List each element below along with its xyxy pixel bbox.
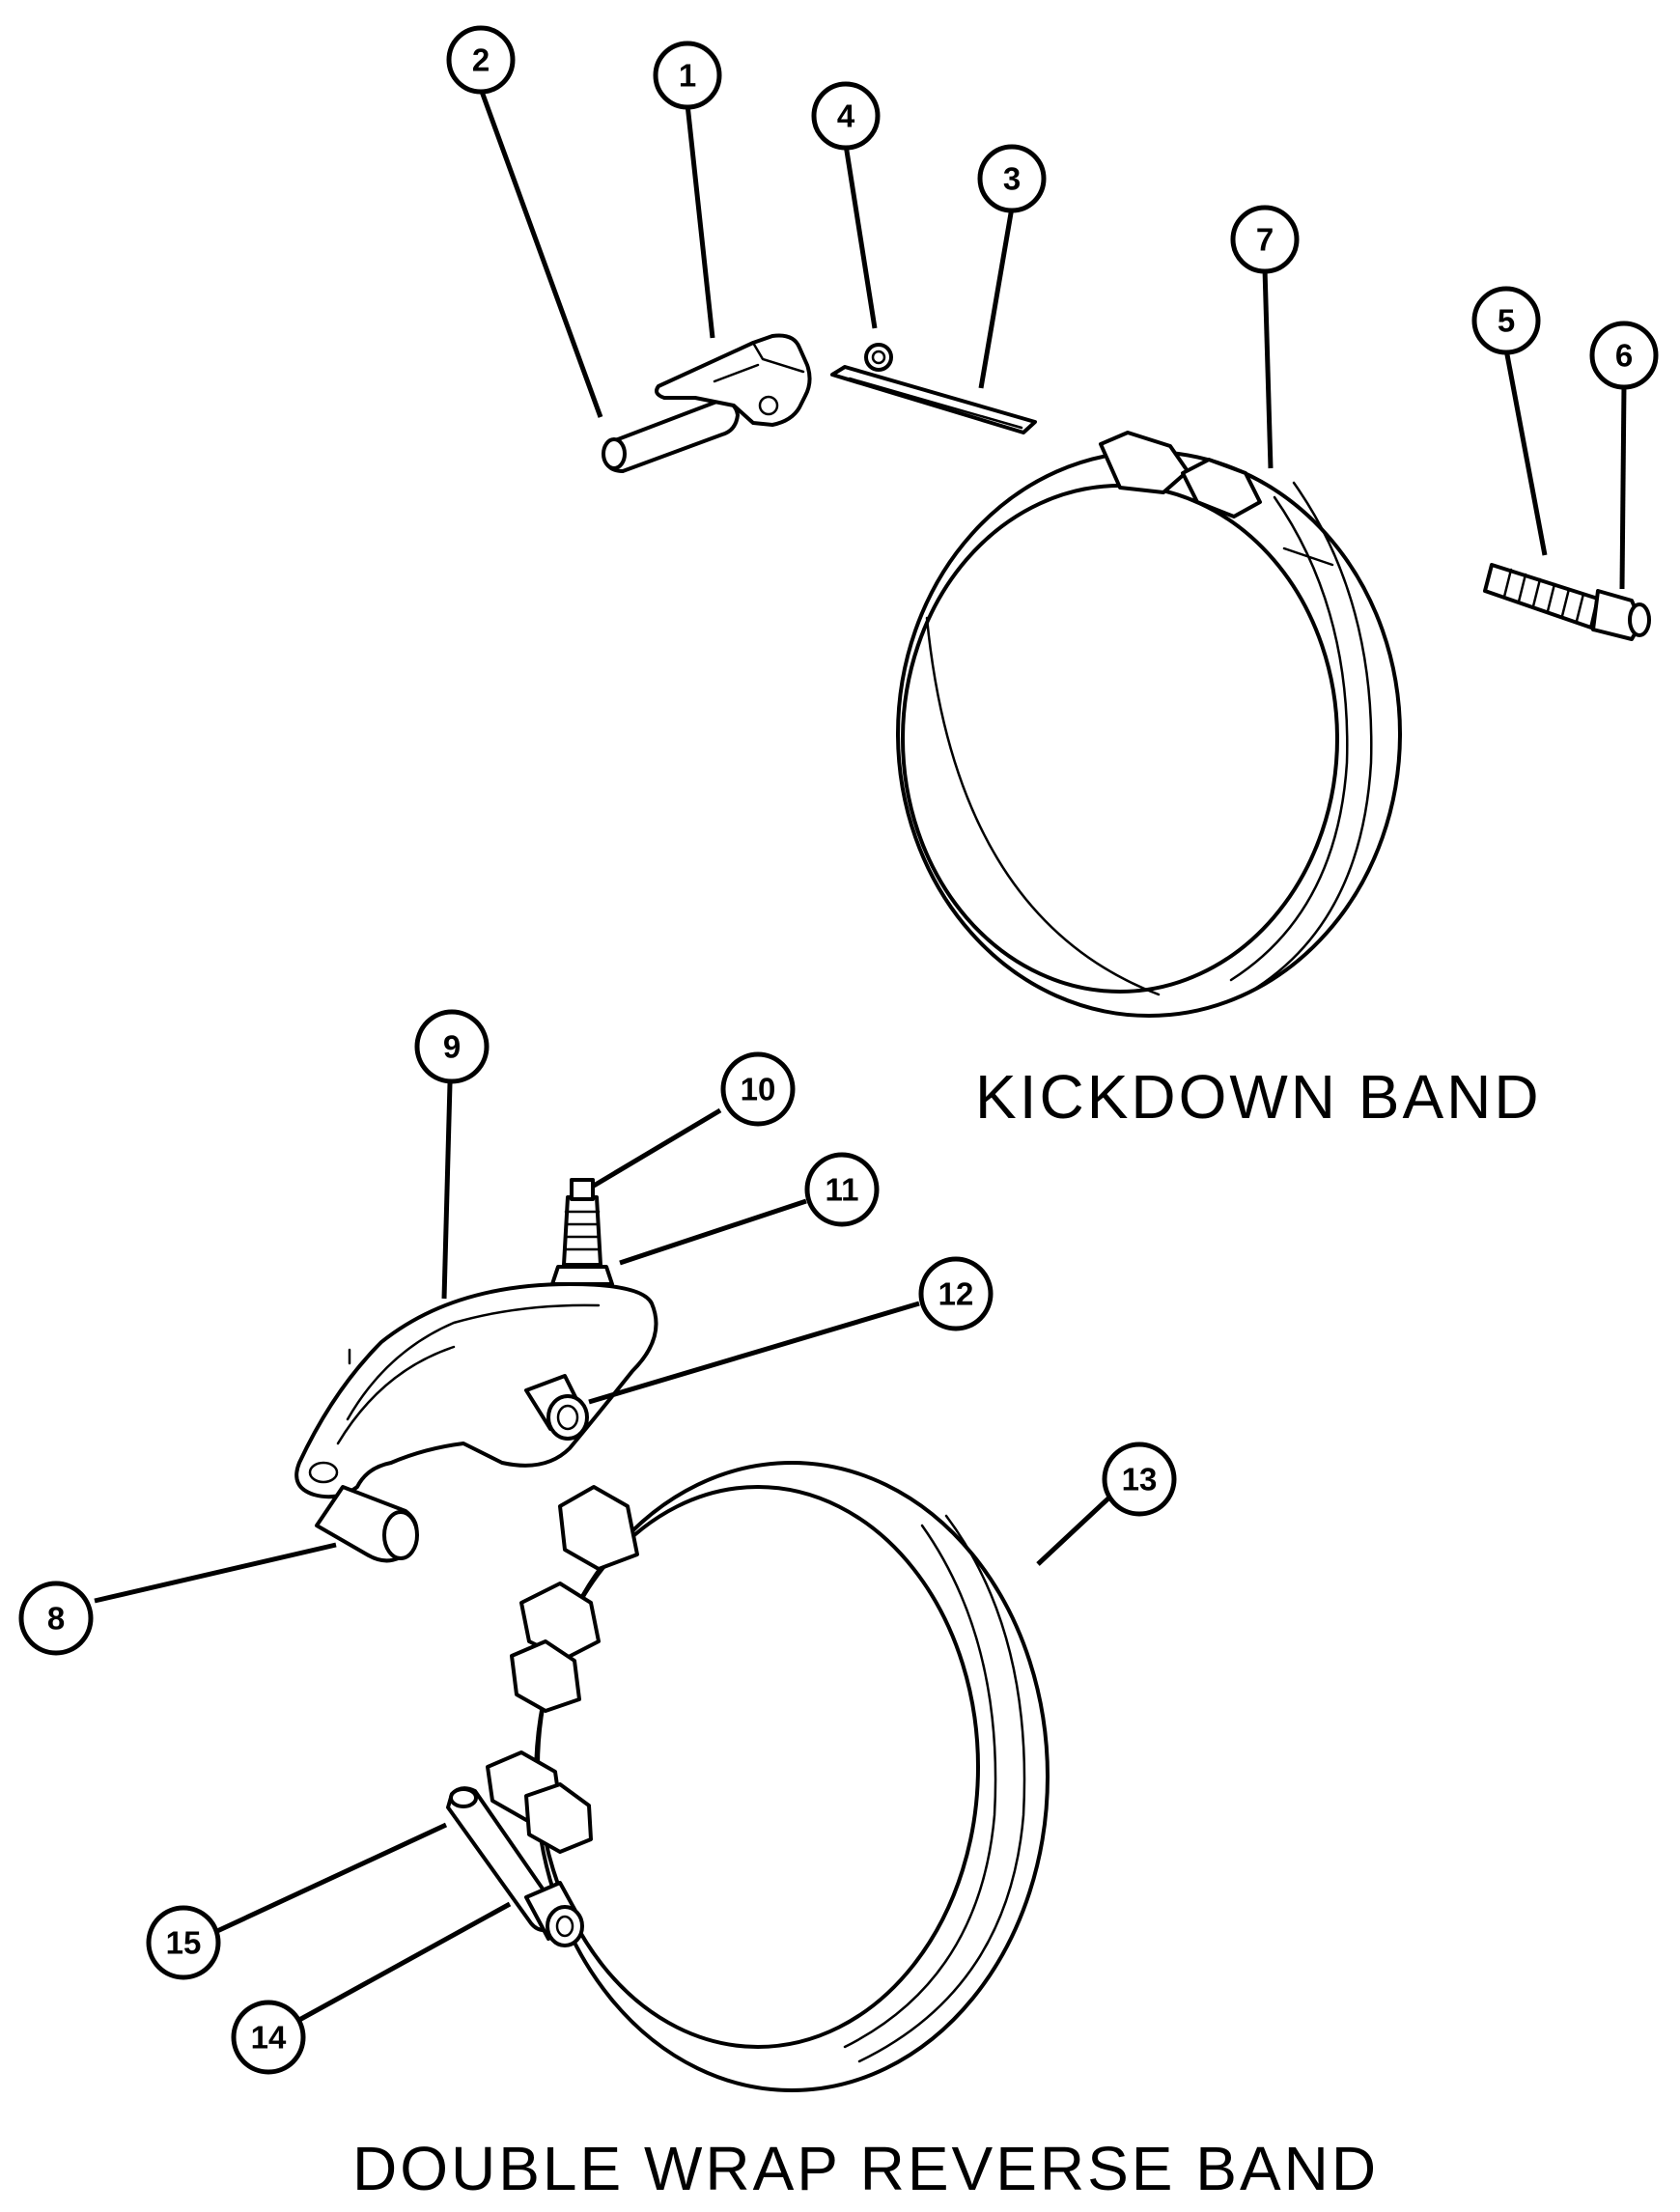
callout-12-label: 12 xyxy=(938,1276,974,1312)
part-2-pivot-pin xyxy=(602,399,740,473)
part-10-adjusting-screw xyxy=(562,1178,602,1267)
callout-2: 2 xyxy=(446,25,516,95)
callout-13-label: 13 xyxy=(1122,1462,1158,1498)
callout-8: 8 xyxy=(18,1581,94,1656)
reverse-band-caption: DOUBLE WRAP REVERSE BAND xyxy=(352,2134,1379,2203)
part-3-strut xyxy=(830,365,1037,434)
callout-4-label: 4 xyxy=(837,98,855,134)
callout-3: 3 xyxy=(977,144,1047,213)
callout-7: 7 xyxy=(1230,205,1300,274)
callout-12: 12 xyxy=(918,1256,994,1331)
callout-13: 13 xyxy=(1102,1442,1177,1517)
callout-9-label: 9 xyxy=(443,1029,461,1065)
callout-4: 4 xyxy=(811,81,881,151)
callout-5: 5 xyxy=(1471,286,1541,355)
part-6-adjusting-nut xyxy=(1591,589,1651,641)
callout-6-label: 6 xyxy=(1615,338,1633,374)
callout-15: 15 xyxy=(146,1905,221,1980)
callout-14: 14 xyxy=(231,2000,306,2075)
callout-1: 1 xyxy=(653,41,722,110)
callout-1-label: 1 xyxy=(679,58,696,94)
kickdown-band-caption: KICKDOWN BAND xyxy=(975,1062,1542,1132)
part-13-double-wrap-band xyxy=(486,1461,1050,2092)
callout-2-label: 2 xyxy=(472,42,490,78)
part-4-spring xyxy=(864,343,893,372)
part-11-lock-nut xyxy=(550,1265,614,1286)
callout-10: 10 xyxy=(720,1051,796,1127)
callout-11: 11 xyxy=(804,1152,880,1227)
part-12-bushing xyxy=(524,1374,589,1441)
part-14-roller xyxy=(524,1881,584,1947)
callout-3-label: 3 xyxy=(1003,161,1021,197)
leader-lines xyxy=(94,88,1627,2023)
part-9-reverse-lever xyxy=(294,1282,658,1499)
part-5-adjusting-screw xyxy=(1483,563,1600,630)
callout-10-label: 10 xyxy=(741,1072,776,1107)
callout-5-label: 5 xyxy=(1498,303,1515,339)
callout-14-label: 14 xyxy=(251,2020,287,2056)
part-7-kickdown-band xyxy=(896,431,1402,1018)
callout-9: 9 xyxy=(414,1009,490,1084)
part-1-lever xyxy=(655,333,812,427)
callout-11-label: 11 xyxy=(826,1172,859,1208)
callout-15-label: 15 xyxy=(166,1925,202,1961)
callout-8-label: 8 xyxy=(47,1601,65,1637)
callout-7-label: 7 xyxy=(1256,222,1274,258)
callout-6: 6 xyxy=(1589,321,1659,390)
part-8-pivot-pin xyxy=(315,1485,419,1563)
